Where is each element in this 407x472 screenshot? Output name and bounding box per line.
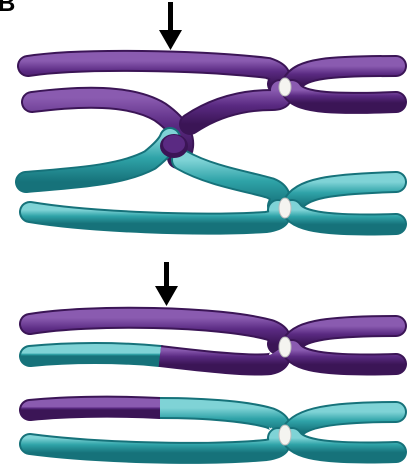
result-teal-chromatid bbox=[30, 438, 396, 453]
centromere bbox=[279, 425, 291, 445]
result-purple-chromatid bbox=[30, 318, 396, 344]
chiasma bbox=[160, 134, 188, 158]
teal-chromatid-lower bbox=[30, 210, 396, 224]
centromere bbox=[279, 198, 291, 218]
centromere bbox=[279, 78, 291, 96]
purple-chromatid-lower bbox=[32, 90, 396, 158]
result-recombinant-teal-purple bbox=[30, 350, 396, 365]
down-arrow-icon bbox=[159, 2, 182, 50]
result-recombinant-purple-teal bbox=[30, 407, 396, 432]
down-arrow-icon bbox=[155, 262, 178, 306]
purple-chromatid-upper bbox=[28, 61, 396, 84]
centromere bbox=[279, 337, 291, 357]
teal-chromatid-upper bbox=[26, 138, 396, 206]
